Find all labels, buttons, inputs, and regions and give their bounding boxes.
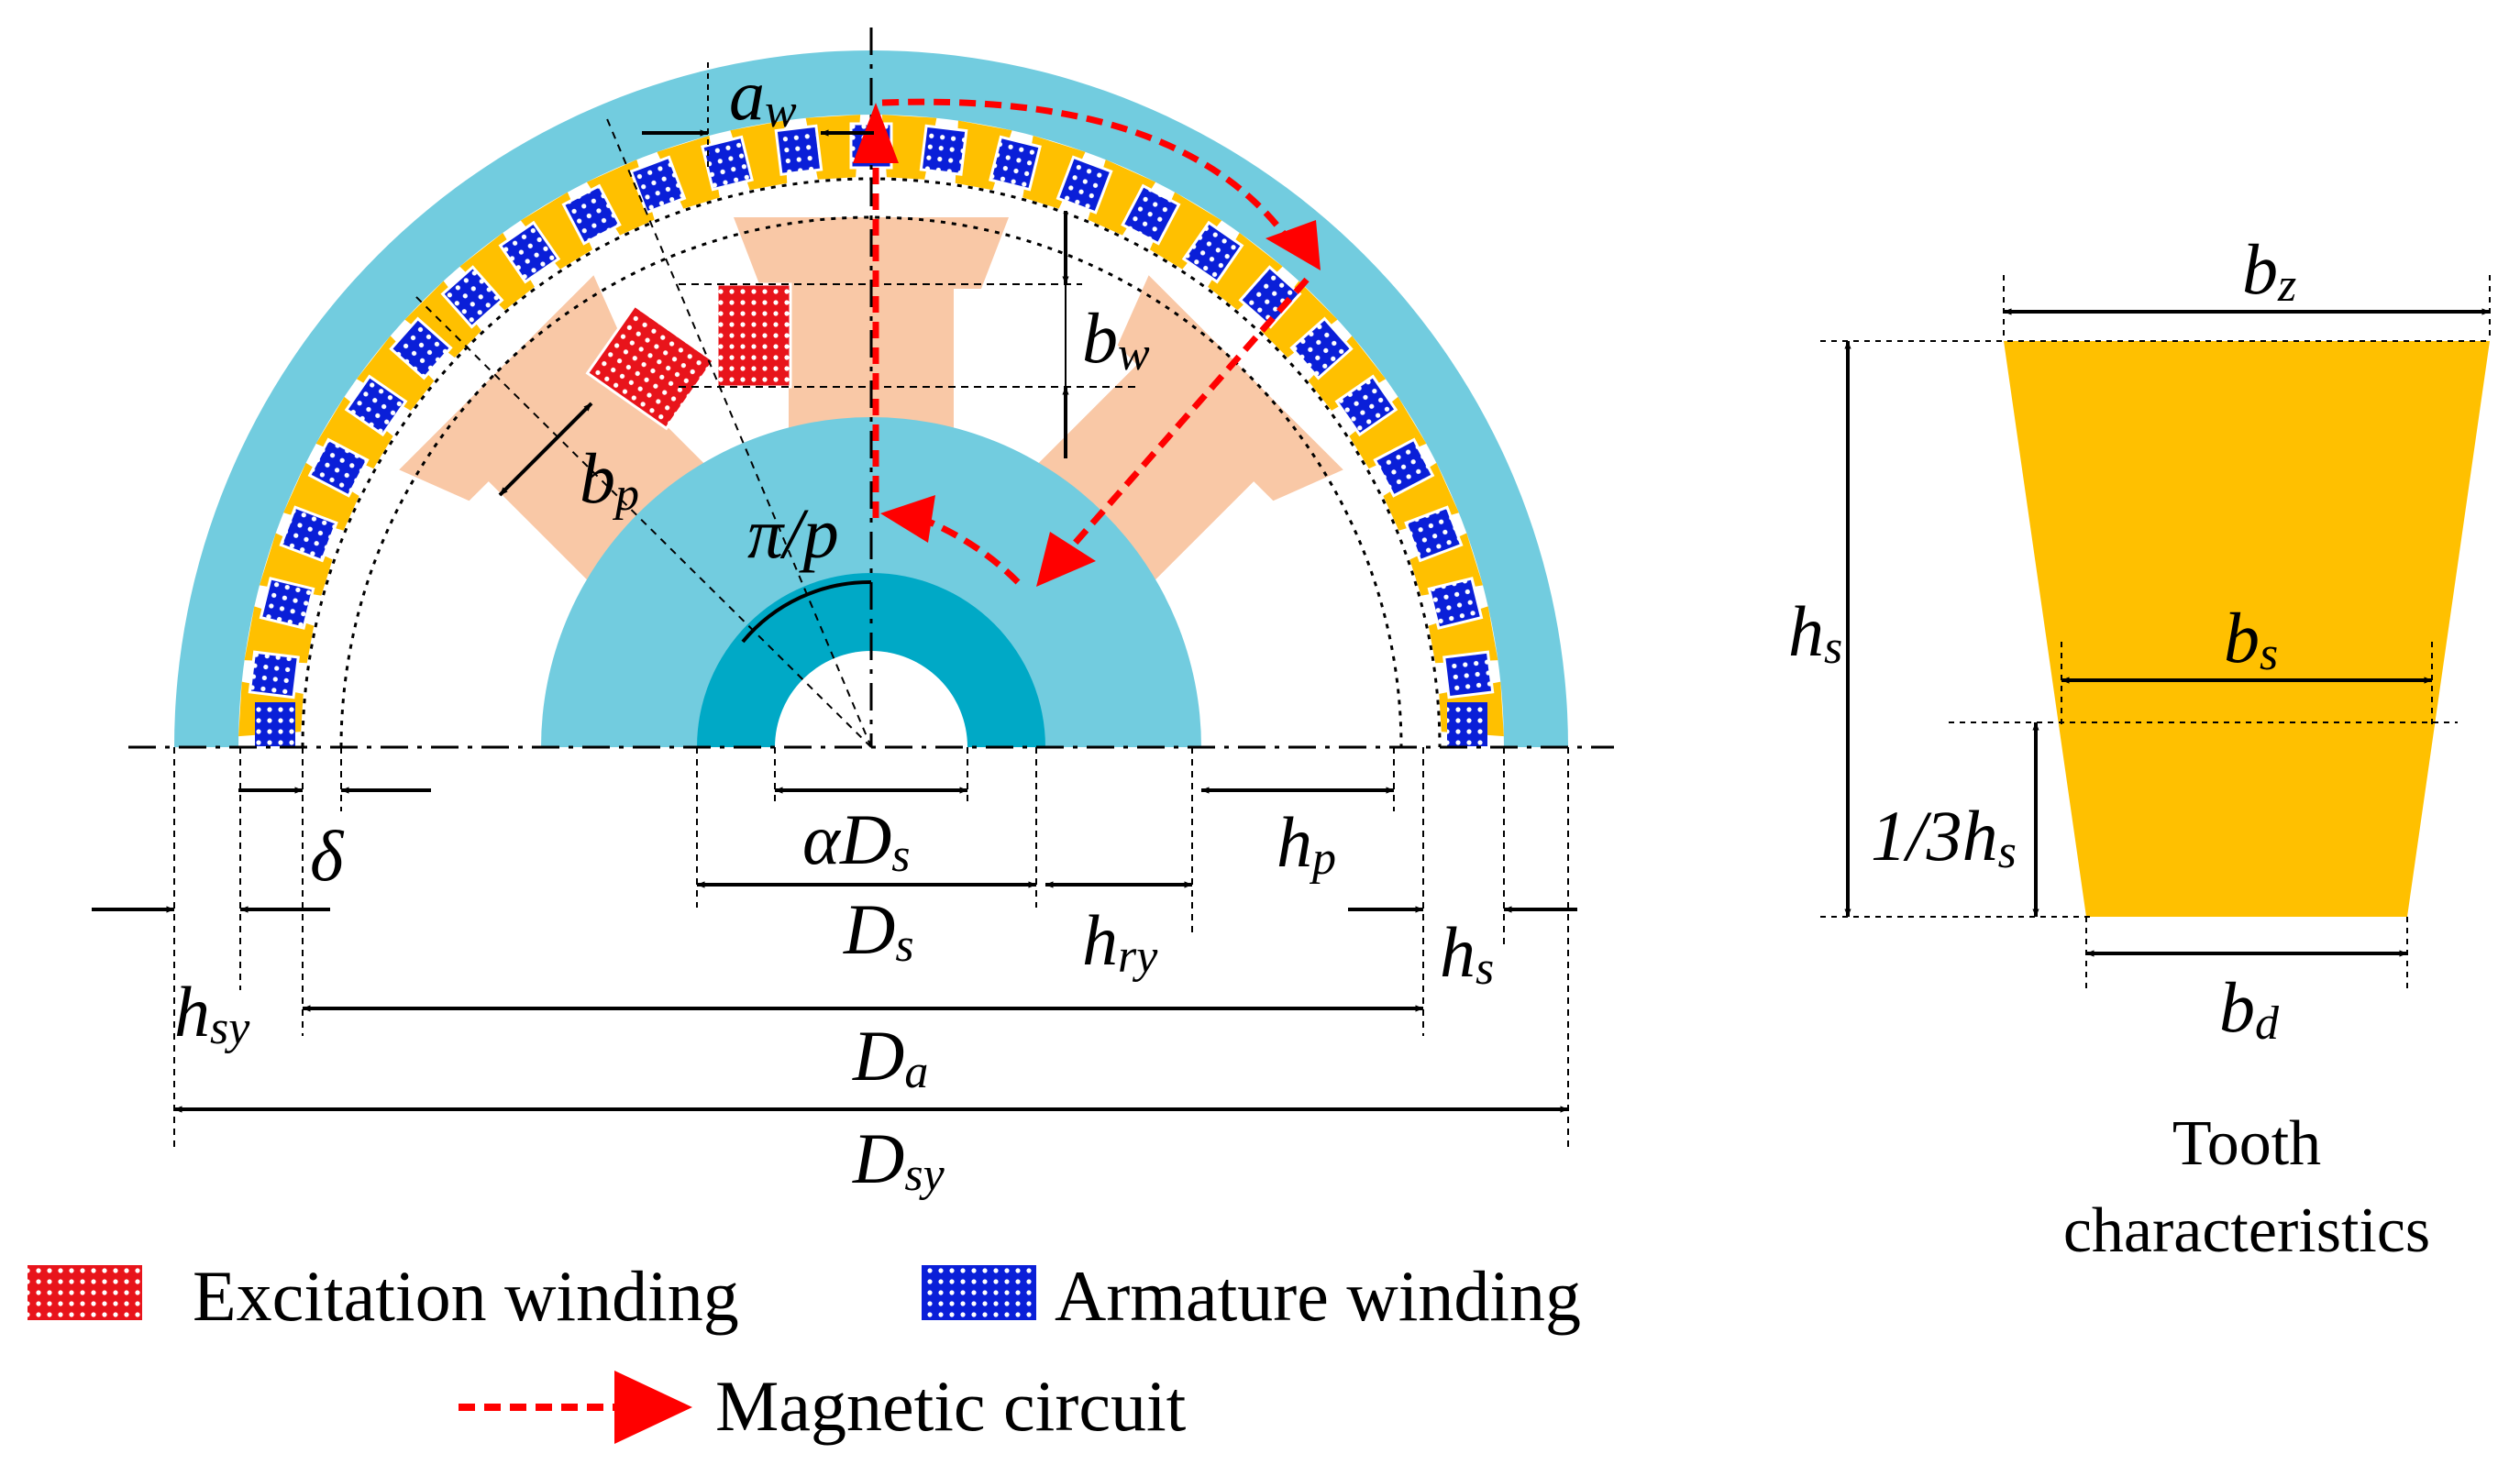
bp-arrow [498,402,593,497]
armature-coil [701,135,754,192]
legend-armature-swatch [922,1265,1036,1320]
armature-coil [919,124,968,176]
armature-coil [629,155,687,215]
label-Da: Da [852,1016,928,1098]
tooth-label-bs: bs [2224,598,2278,680]
tooth-label-third-hs: 1/3hs [1871,796,2017,878]
stator-tooth [459,232,535,311]
tooth-label-bd: bd [2219,967,2280,1050]
armature-coil [279,505,338,563]
armature-coil [440,265,504,329]
stator-tooth [404,281,482,358]
extension-lines [173,747,1569,1151]
pole-tip-circle [339,215,1403,748]
legend-excitation-label: Excitation winding [193,1256,739,1336]
label-hry: hry [1082,900,1158,983]
label-aDs: αDs [802,799,911,882]
legend-magnetic-label: Magnetic circuit [715,1366,1187,1446]
armature-coil [1181,220,1244,284]
armature-coil [1334,374,1398,437]
armature-coil [1238,265,1302,329]
label-Dsy: Dsy [852,1118,945,1201]
magnetic-circuit-arrowheads [853,103,1321,587]
label-Ds: Ds [843,889,914,972]
label-bw: bw [1082,298,1150,380]
stator-tooth [1208,232,1283,311]
armature-coil [774,124,823,176]
armature-coil [1373,437,1435,498]
label-hs: hs [1440,912,1494,995]
legend-armature-label: Armature winding [1055,1256,1581,1336]
tooth-caption-line2: characteristics [2063,1195,2430,1266]
legend: Excitation winding Armature winding Magn… [28,1256,1581,1446]
stator-tooth [356,336,435,411]
armature-coil [1442,650,1495,699]
armature-coil [1447,702,1487,746]
excitation-coil-left [585,303,716,431]
pole-axis-line [412,292,872,748]
armature-coil [1404,505,1464,563]
armature-coil [344,374,408,437]
legend-excitation-swatch [28,1265,142,1320]
armature-coil [498,220,561,284]
armature-winding-coils [248,122,1495,746]
pole-boundary-line [604,114,872,748]
label-delta: δ [310,816,345,896]
label-pole-angle: π/p [747,493,839,573]
stator-tooth [1260,281,1338,358]
tooth-caption-line1: Tooth [2172,1108,2321,1179]
tooth-label-hs: hs [1788,591,1842,674]
pole-angle-arc [741,579,872,644]
tooth-shape [2004,341,2490,917]
armature-coil [561,183,622,246]
armature-coil [389,316,453,380]
armature-coil [307,437,370,498]
tooth-label-bz: bz [2242,229,2296,312]
armature-coil [1427,577,1484,630]
armature-coil [1056,155,1113,215]
stator-tooth [1308,336,1387,411]
armature-coil [248,650,300,699]
label-aw: aw [729,55,797,138]
tooth-diagram: bz bs bd hs 1/3hs Tooth characteristics [1788,229,2491,1266]
label-bp: bp [580,438,639,521]
label-hp: hp [1277,802,1336,885]
armature-coil [259,577,315,630]
armature-coil [1121,183,1181,246]
armature-coil [989,135,1042,192]
rotor-pole [1026,275,1343,592]
armature-coil [1289,316,1354,380]
armature-coil [255,702,295,746]
excitation-coil-top [715,282,792,389]
legend-magnetic-arrowhead [614,1371,692,1444]
label-hsy: hsy [174,972,250,1054]
